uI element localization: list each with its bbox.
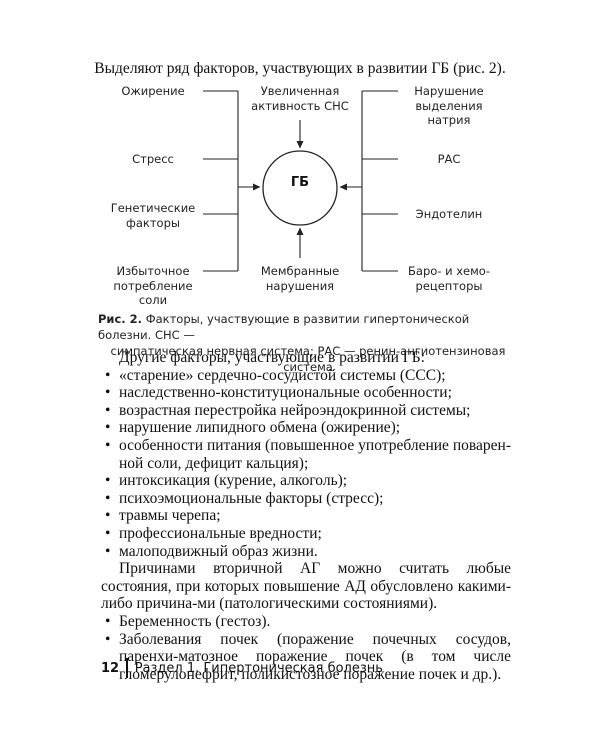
body-text: Другие факторы, участвующие в развитии Г…	[101, 349, 511, 683]
list-item: Заболевания почек (поражение почечных со…	[101, 631, 511, 684]
factor-stress: Стресс	[132, 152, 174, 166]
section-title: Раздел 1. Гипертоническая болезнь	[134, 660, 383, 676]
list-item: психоэмоциональные факторы (стресс);	[101, 490, 511, 508]
factor-membrane: Мембранные нарушения	[260, 264, 340, 293]
list-item: Беременность (гестоз).	[101, 613, 511, 631]
factor-salt: Избыточное потребление соли	[113, 264, 193, 307]
factor-sns: Увеличенная активность СНС	[251, 84, 349, 113]
lead-paragraph: Другие факторы, участвующие в развитии Г…	[119, 349, 425, 366]
list-item: малоподвижный образ жизни.	[101, 543, 511, 561]
factor-genetic: Генетические факторы	[110, 201, 196, 230]
list-item: возрастная перестройка нейроэндокринной …	[101, 402, 511, 420]
list-item: наследственно-конституциональные особенн…	[101, 384, 511, 402]
figure-caption: Рис. 2. Факторы, участвующие в развитии …	[98, 312, 506, 374]
right-bracket	[339, 90, 398, 272]
factors-list: «старение» сердечно-сосудистой системы (…	[101, 367, 511, 561]
list-item: особенности питания (повышенное употребл…	[101, 437, 511, 472]
intro-text: Выделяют ряд факторов, участвующих в раз…	[94, 60, 506, 77]
left-bracket	[203, 90, 261, 272]
factors-diagram: ГБ Ожирение Стресс Генетические факторы …	[0, 0, 600, 320]
diagram-lines	[203, 90, 398, 272]
list-item: профессиональные вредности;	[101, 525, 511, 543]
secondary-causes-paragraph: Причинами вторичной АГ можно считать люб…	[101, 560, 511, 613]
list-item: интоксикация (курение, алкоголь);	[101, 472, 511, 490]
page-footer: 12 Раздел 1. Гипертоническая болезнь	[101, 657, 383, 679]
factor-endothelin: Эндотелин	[415, 207, 483, 221]
gb-label: ГБ	[290, 175, 310, 190]
factor-sodium: Нарушение выделения натрия	[414, 84, 484, 127]
page-number: 12	[101, 660, 120, 676]
list-item: нарушение липидного обмена (ожирение);	[101, 419, 511, 437]
list-item: «старение» сердечно-сосудистой системы (…	[101, 367, 511, 385]
factor-obesity: Ожирение	[121, 84, 185, 98]
gb-circle	[262, 150, 338, 226]
factor-receptors: Баро- и хемо- рецепторы	[408, 264, 490, 293]
factor-ras: РАС	[437, 152, 461, 166]
list-item: травмы черепа;	[101, 507, 511, 525]
footer-divider	[126, 658, 128, 678]
secondary-causes-list: Беременность (гестоз). Заболевания почек…	[101, 613, 511, 683]
